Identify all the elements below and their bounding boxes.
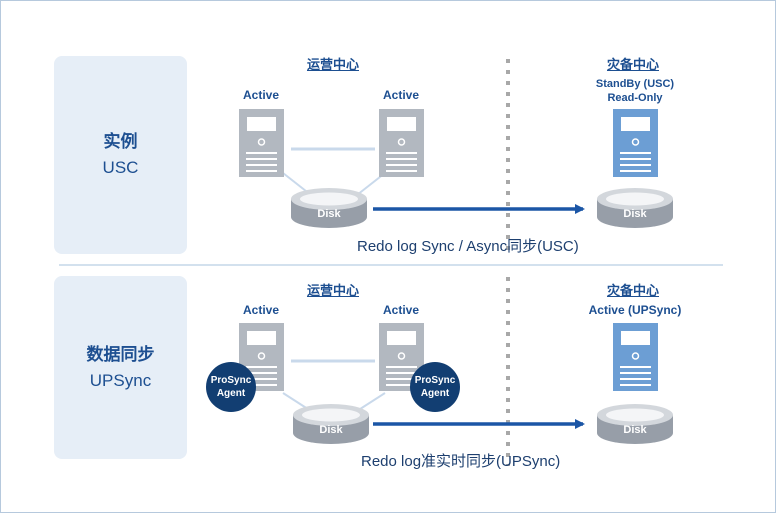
upsync-caption: Redo log准实时同步(UPSync) [361,453,561,470]
usc-ops-center-title: 运营中心 [306,57,359,72]
agent-right-line1: ProSync [414,375,456,386]
upsync-label-zh: 数据同步 [86,344,155,364]
disk-icon-usc-dr [597,188,673,228]
server-icon-usc-left [239,109,284,177]
prosync-agent-right-icon [410,362,460,412]
server-icon-upsync-dr [613,323,658,391]
upsync-ops-center-title: 运营中心 [306,283,359,298]
upsync-active-left-label: Active [242,303,280,317]
link-right-to-disk [356,392,386,412]
disk-icon-usc-main [291,188,367,228]
usc-label-en: USC [102,158,139,177]
disk-icon-upsync-dr [597,404,673,444]
usc-disk-main-label: Disk [317,208,341,220]
usc-standby-line2: Read-Only [607,92,663,104]
usc-caption: Redo log Sync / Async同步(USC) [357,238,579,255]
usc-active-right-label: Active [382,88,420,102]
usc-dr-center-title: 灾备中心 [606,57,659,72]
upsync-disk-dr-label: Disk [623,424,647,436]
upsync-active-right-label: Active [382,303,420,317]
usc-disk-dr-label: Disk [623,208,647,220]
prosync-agent-left-label: ProSync Agent [206,374,256,400]
disk-icon-upsync-main [293,404,369,444]
prosync-agent-right-label: ProSync Agent [410,374,460,400]
upsync-label-box: 数据同步 UPSync [54,276,187,459]
agent-left-line1: ProSync [210,375,252,386]
server-icon-usc-right [379,109,424,177]
usc-label-box: 实例 USC [54,56,187,254]
server-icon-usc-standby [613,109,658,177]
agent-right-line2: Agent [420,388,450,399]
prosync-agent-left-icon [206,362,256,412]
upsync-label-en: UPSync [89,370,152,390]
usc-active-left-label: Active [242,88,280,102]
upsync-disk-main-label: Disk [319,424,343,436]
usc-standby-line1: StandBy (USC) [595,78,675,90]
agent-left-line2: Agent [216,388,246,399]
usc-standby-status: StandBy (USC) Read-Only [579,77,691,105]
upsync-dr-center-title: 灾备中心 [606,283,659,298]
upsync-dr-status: Active (UPSync) [588,303,682,317]
usc-label-zh: 实例 [103,132,138,151]
